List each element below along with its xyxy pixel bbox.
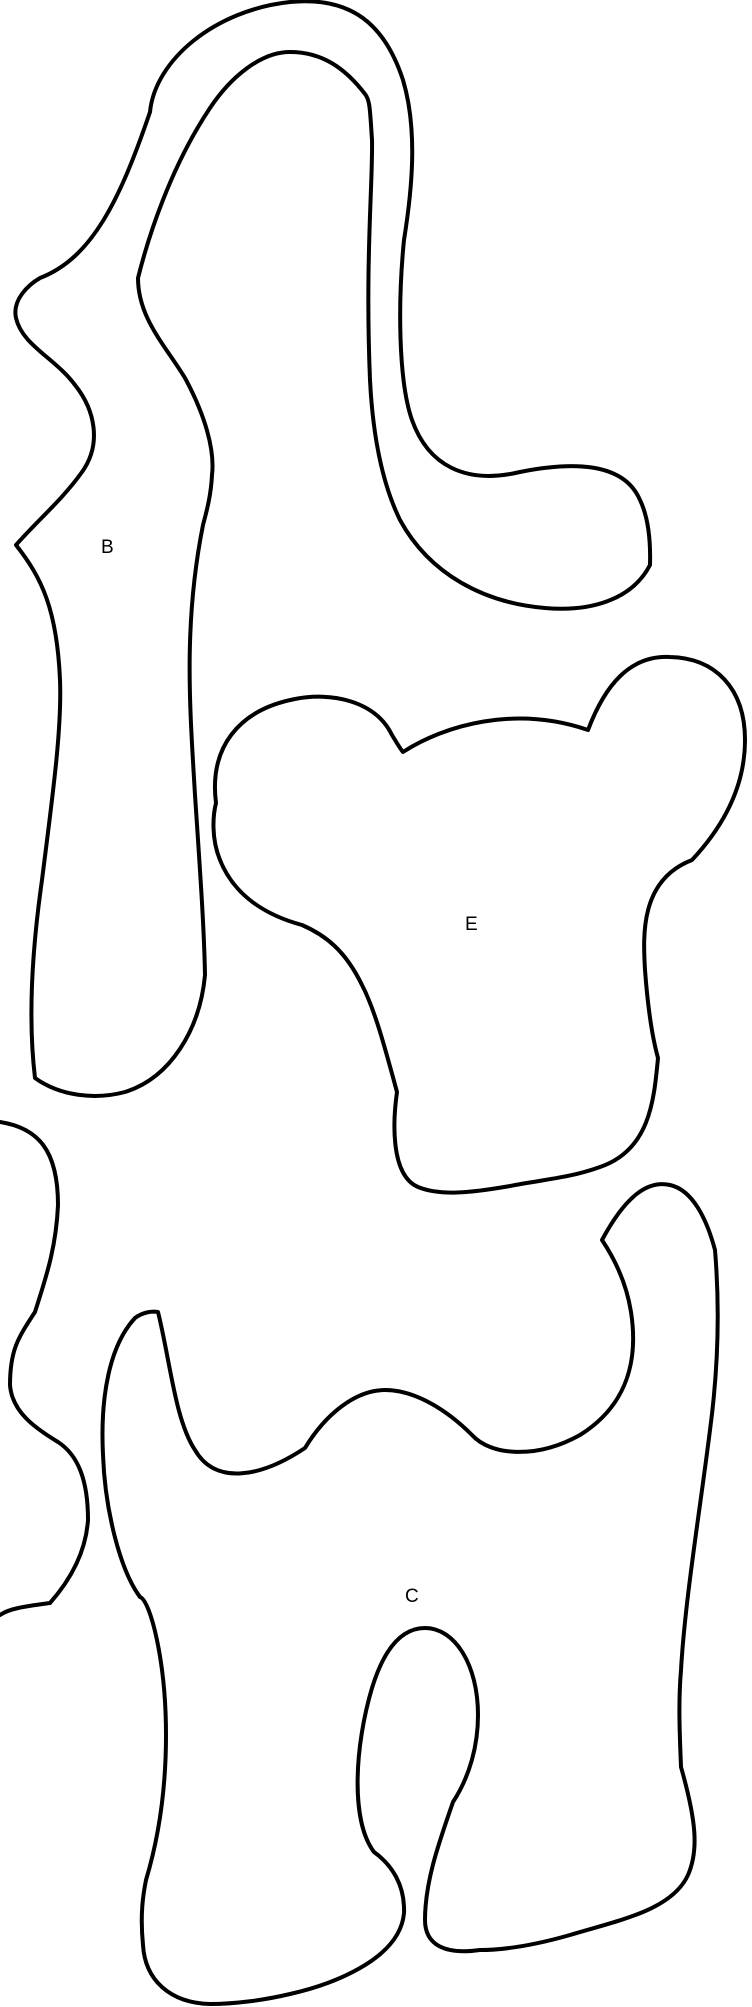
shape-c: C (102, 1184, 717, 2004)
shape-partial-left-outline (0, 1122, 88, 1615)
shape-e-label: E (465, 914, 478, 935)
shape-c-label: C (405, 1586, 419, 1607)
shape-partial-left (0, 1122, 88, 1615)
shape-b-label: B (101, 537, 114, 558)
shape-b: B (15, 1, 650, 1096)
shape-e: E (213, 657, 745, 1193)
shape-e-outline (213, 657, 745, 1193)
